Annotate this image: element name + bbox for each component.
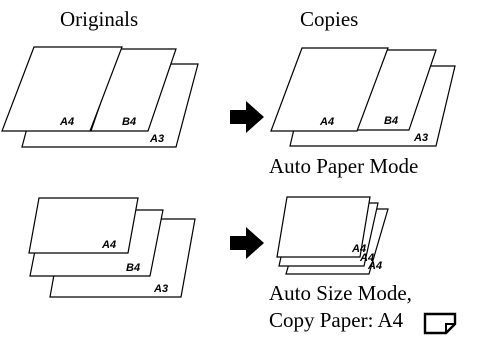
label-a4: A4 — [351, 243, 366, 255]
sheet-a4-copy-1: A4 — [270, 47, 389, 132]
copies-heading: Copies — [300, 7, 358, 31]
auto-size-mode-caption: Auto Size Mode, — [269, 281, 412, 305]
originals-row-2: A3 B4 A4 — [28, 197, 196, 298]
sheet-a4-original-2: A4 — [28, 197, 139, 254]
label-a4: A4 — [101, 239, 116, 251]
originals-heading: Originals — [60, 7, 138, 31]
arrow-right-icon — [230, 101, 264, 133]
copies-row-2: A4 A4 A4 — [276, 196, 389, 275]
arrow-right-icon — [230, 227, 264, 259]
originals-row-1: A3 B4 A4 — [1, 46, 199, 148]
copies-row-1: A3 B4 A4 — [270, 47, 456, 147]
label-a3: A3 — [153, 283, 168, 295]
copy-paper-caption: Copy Paper: A4 — [269, 308, 404, 332]
sheet-a4-copy-2-front: A4 — [276, 196, 371, 258]
label-a4: A4 — [367, 260, 382, 272]
label-a4: A4 — [359, 252, 374, 264]
label-b4: B4 — [126, 262, 140, 274]
label-b4: B4 — [384, 115, 398, 127]
label-b4: B4 — [122, 116, 136, 128]
label-a3: A3 — [149, 133, 164, 145]
label-a3: A3 — [413, 132, 428, 144]
label-a4: A4 — [319, 116, 334, 128]
label-a4: A4 — [59, 116, 74, 128]
sheet-a4-original-1: A4 — [1, 46, 123, 132]
auto-paper-mode-caption: Auto Paper Mode — [269, 154, 418, 178]
paper-orientation-icon — [423, 312, 457, 335]
